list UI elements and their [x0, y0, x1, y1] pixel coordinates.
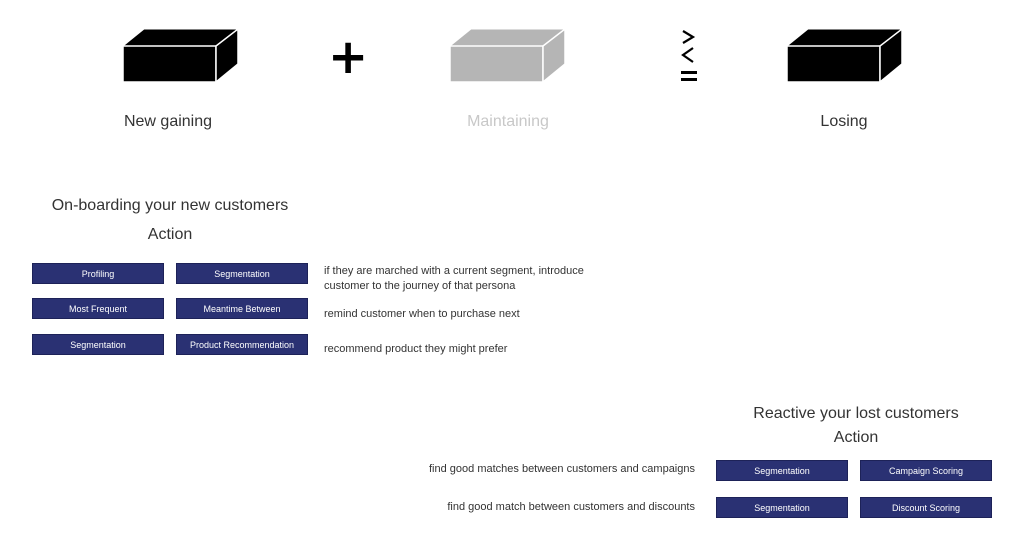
reactive-action-label: Action — [833, 429, 879, 446]
chip-profiling: Profiling — [32, 263, 164, 284]
chip-segmentation-3: Segmentation — [716, 460, 848, 481]
onboarding-desc-3: recommend product they might prefer — [324, 343, 508, 355]
new-gaining-box-icon — [122, 28, 240, 84]
reactive-desc-2: find good match between customers and di… — [447, 501, 695, 513]
chip-most-frequent: Most Frequent — [32, 298, 164, 319]
chip-segmentation-2: Segmentation — [32, 334, 164, 355]
onboarding-desc-1-line-1: if they are marched with a current segme… — [324, 265, 584, 277]
chip-campaign-scoring: Campaign Scoring — [860, 460, 992, 481]
chip-segmentation-4: Segmentation — [716, 497, 848, 518]
onboarding-desc-2: remind customer when to purchase next — [324, 308, 520, 320]
chip-product-recommendation: Product Recommendation — [176, 334, 308, 355]
new-gaining-label: New gaining — [123, 113, 213, 130]
chip-discount-scoring: Discount Scoring — [860, 497, 992, 518]
comparison-operator — [678, 28, 700, 86]
chip-meantime-between: Meantime Between — [176, 298, 308, 319]
onboarding-action-label: Action — [147, 226, 193, 243]
losing-box-icon — [786, 28, 904, 84]
chip-segmentation: Segmentation — [176, 263, 308, 284]
reactive-title: Reactive your lost customers — [753, 405, 959, 422]
maintaining-label: Maintaining — [467, 113, 549, 130]
losing-label: Losing — [820, 113, 868, 130]
onboarding-desc-1-line-2: customer to the journey of that persona — [324, 280, 516, 292]
plus-operator: + — [328, 29, 369, 85]
reactive-desc-1: find good matches between customers and … — [429, 463, 695, 475]
onboarding-title: On-boarding your new customers — [51, 197, 289, 214]
maintaining-box-icon — [449, 28, 567, 84]
